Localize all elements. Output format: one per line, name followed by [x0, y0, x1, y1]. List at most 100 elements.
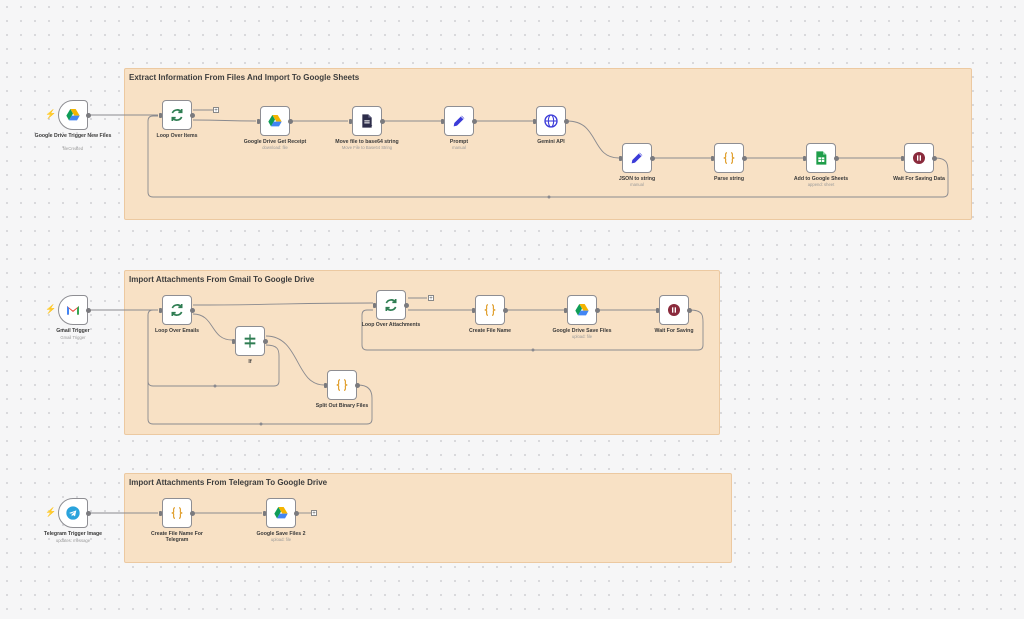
output-port[interactable] — [288, 118, 293, 124]
google-sheets-icon — [816, 151, 827, 165]
output-port[interactable] — [294, 510, 299, 516]
node-gmail-trigger[interactable] — [58, 295, 88, 325]
node-google-save-files-2[interactable] — [266, 498, 296, 528]
add-node-plus-icon[interactable]: + — [213, 107, 219, 114]
node-google-drive-get-receipt[interactable] — [260, 106, 290, 136]
gmail-icon — [67, 306, 79, 315]
input-port[interactable] — [257, 118, 260, 124]
node-subtitle: manual — [452, 145, 466, 150]
output-port[interactable] — [834, 155, 839, 161]
node-loop-over-items[interactable] — [162, 100, 192, 130]
input-port[interactable] — [159, 510, 162, 516]
node-label: Wait For Saving Data — [893, 176, 945, 182]
node-subtitle: manual — [630, 182, 644, 187]
code-braces-icon — [723, 152, 735, 164]
input-port[interactable] — [619, 155, 622, 161]
input-port[interactable] — [803, 155, 806, 161]
node-loop-over-emails[interactable] — [162, 295, 192, 325]
group-title: Import Attachments From Telegram To Goog… — [129, 478, 328, 487]
output-port[interactable] — [86, 510, 91, 516]
input-port[interactable] — [159, 112, 162, 118]
output-port[interactable] — [687, 307, 692, 313]
node-label: Google Drive Trigger New Files — [34, 133, 112, 139]
node-label: Parse string — [714, 176, 744, 182]
output-port[interactable] — [190, 307, 195, 313]
output-port[interactable] — [472, 118, 477, 124]
add-node-plus-icon[interactable]: + — [428, 295, 434, 302]
output-port[interactable] — [86, 307, 91, 313]
add-node-plus-icon[interactable]: + — [311, 510, 317, 517]
trigger-bolt-icon: ⚡ — [45, 507, 57, 517]
node-create-file-name[interactable] — [475, 295, 505, 325]
node-label: Prompt — [449, 139, 469, 145]
node-google-drive-trigger[interactable] — [58, 100, 88, 130]
input-port[interactable] — [232, 338, 235, 344]
pause-icon — [668, 304, 680, 316]
pen-icon — [453, 115, 465, 127]
google-drive-icon — [66, 109, 80, 121]
input-port[interactable] — [901, 155, 904, 161]
loop-icon — [171, 304, 183, 316]
output-port[interactable] — [355, 382, 360, 388]
node-add-to-google-sheets[interactable] — [806, 143, 836, 173]
trigger-bolt-icon: ⚡ — [45, 109, 57, 119]
node-subtitle: append: sheet — [807, 182, 835, 187]
node-wait-for-saving[interactable] — [659, 295, 689, 325]
output-port[interactable] — [932, 155, 937, 161]
file-convert-icon — [362, 114, 373, 128]
output-port[interactable] — [190, 112, 195, 118]
node-label: Create File Name For Telegram — [151, 531, 203, 543]
code-braces-icon — [336, 379, 348, 391]
input-port[interactable] — [441, 118, 444, 124]
telegram-icon — [66, 506, 80, 520]
output-port[interactable] — [380, 118, 385, 124]
node-subtitle: download: file — [262, 145, 288, 150]
group-telegram-attachments[interactable]: Import Attachments From Telegram To Goog… — [124, 473, 732, 563]
node-subtitle: upload: file — [571, 334, 593, 339]
input-port[interactable] — [263, 510, 266, 516]
output-port[interactable] — [595, 307, 600, 313]
node-label: Gmail Trigger — [56, 328, 90, 334]
output-port[interactable] — [564, 118, 569, 124]
node-label: Move file to base64 string — [335, 139, 399, 145]
node-create-file-name-telegram[interactable] — [162, 498, 192, 528]
input-port[interactable] — [472, 307, 475, 313]
input-port[interactable] — [533, 118, 536, 124]
google-drive-icon — [274, 507, 288, 519]
input-port[interactable] — [349, 118, 352, 124]
node-label: Wait For Saving — [654, 328, 694, 334]
output-port[interactable] — [404, 302, 409, 308]
input-port[interactable] — [373, 302, 376, 308]
node-if[interactable] — [235, 326, 265, 356]
node-subtitle: updates: message — [55, 538, 91, 543]
node-prompt[interactable] — [444, 106, 474, 136]
pen-icon — [631, 152, 643, 164]
node-gemini-api[interactable] — [536, 106, 566, 136]
output-port[interactable] — [650, 155, 655, 161]
node-move-file-to-base64[interactable] — [352, 106, 382, 136]
input-port[interactable] — [159, 307, 162, 313]
node-loop-over-attachments[interactable] — [376, 290, 406, 320]
node-split-out-binary-files[interactable] — [327, 370, 357, 400]
loop-icon — [171, 109, 183, 121]
node-label: Split Out Binary Files — [315, 403, 369, 409]
node-telegram-trigger[interactable] — [58, 498, 88, 528]
input-port[interactable] — [711, 155, 714, 161]
output-port[interactable] — [86, 112, 91, 118]
node-label: Google Save Files 2 — [256, 531, 306, 537]
node-google-drive-save-files[interactable] — [567, 295, 597, 325]
output-port[interactable] — [190, 510, 195, 516]
node-parse-string[interactable] — [714, 143, 744, 173]
node-json-to-string[interactable] — [622, 143, 652, 173]
input-port[interactable] — [564, 307, 567, 313]
node-label: Telegram Trigger Image — [43, 531, 103, 537]
input-port[interactable] — [656, 307, 659, 313]
pause-icon — [913, 152, 925, 164]
node-wait-for-saving-data[interactable] — [904, 143, 934, 173]
output-port[interactable] — [742, 155, 747, 161]
group-gmail-attachments[interactable]: Import Attachments From Gmail To Google … — [124, 270, 720, 435]
output-port[interactable] — [263, 338, 268, 344]
node-label: Loop Over Items — [156, 133, 198, 139]
output-port[interactable] — [503, 307, 508, 313]
input-port[interactable] — [324, 382, 327, 388]
